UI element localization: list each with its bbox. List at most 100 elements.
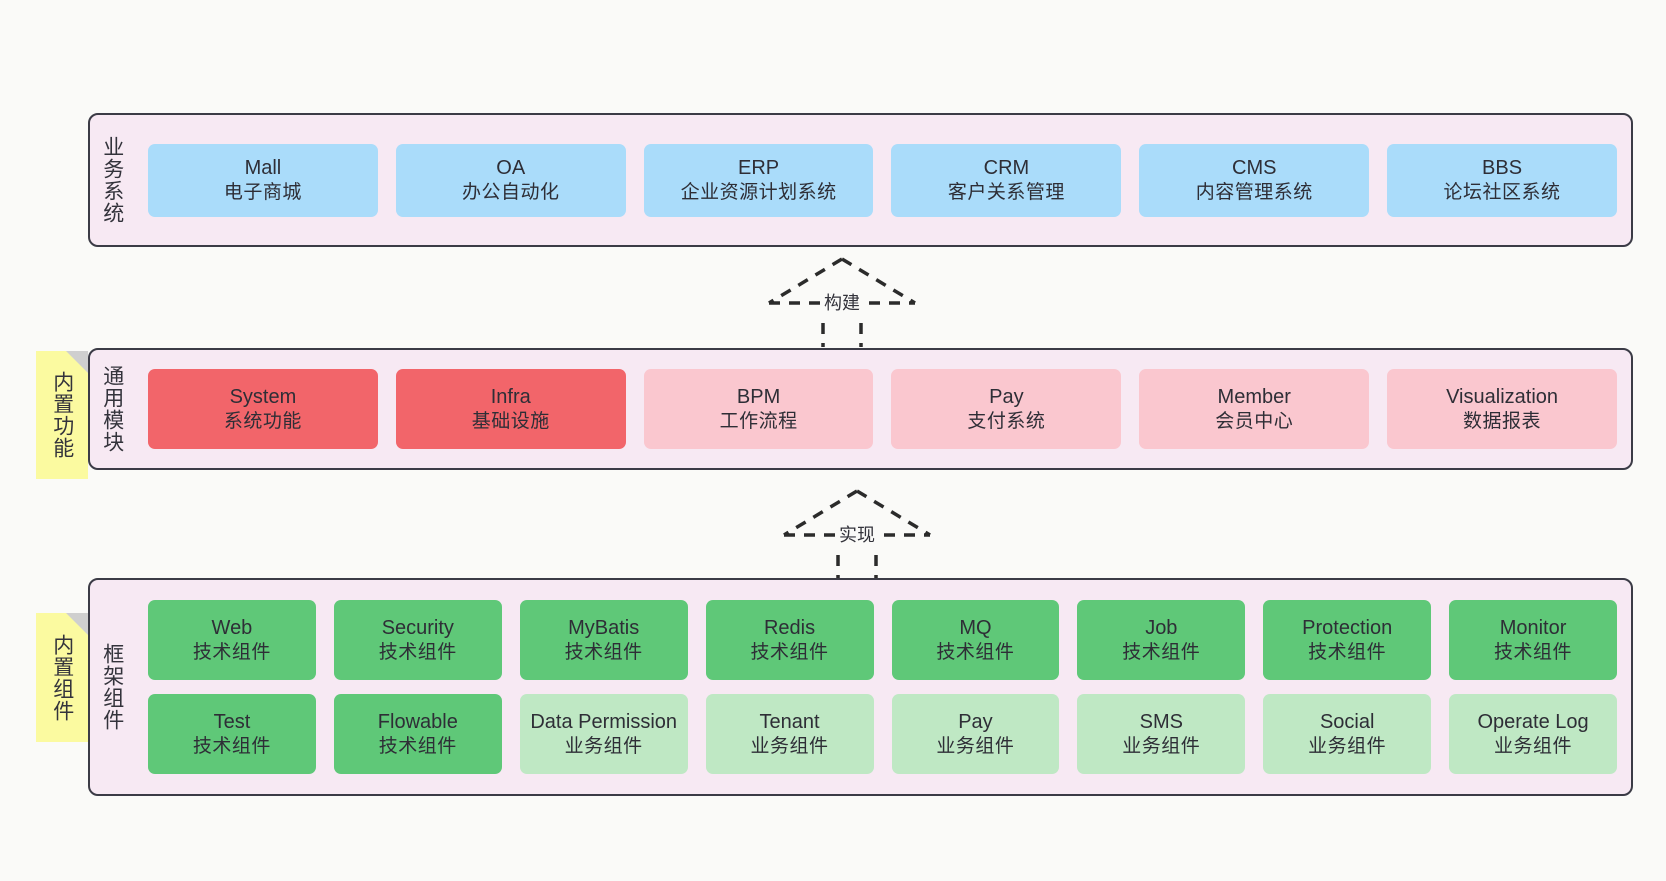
component-card-title: CMS [1232, 157, 1277, 180]
component-card-subtitle: 工作流程 [719, 410, 798, 432]
note-builtin-function-label: 内置功能 [50, 371, 74, 459]
component-card-title: BPM [736, 386, 781, 409]
component-card-subtitle: 业务组件 [1494, 735, 1573, 757]
component-card-subtitle: 数据报表 [1463, 410, 1542, 432]
note-builtin-component-label: 内置组件 [50, 633, 74, 722]
component-card-title: ERP [738, 157, 780, 180]
component-card-title: Flowable [377, 711, 458, 734]
component-card-subtitle: 支付系统 [967, 410, 1046, 432]
component-card-subtitle: 技术组件 [378, 735, 457, 757]
component-card-subtitle: 办公自动化 [461, 181, 560, 203]
component-card-title: BBS [1482, 157, 1523, 180]
component-card-subtitle: 技术组件 [378, 641, 457, 663]
component-card-subtitle: 技术组件 [192, 641, 271, 663]
component-card-subtitle: 业务组件 [564, 735, 643, 757]
arrow-implement: 实现 [772, 487, 942, 579]
component-card-title: System [229, 386, 297, 409]
component-card-title: Social [1319, 711, 1375, 734]
component-card-title: Monitor [1499, 617, 1567, 640]
component-card-title: Pay [989, 386, 1024, 409]
component-card-subtitle: 基础设施 [471, 410, 550, 432]
component-card-title: Web [211, 617, 253, 640]
layer-label-business-systems: 业务系统 [100, 136, 124, 224]
component-card-title: Visualization [1446, 386, 1559, 409]
component-card-subtitle: 会员中心 [1215, 410, 1294, 432]
component-card-subtitle: 技术组件 [1122, 641, 1201, 663]
component-card-title: Operate Log [1477, 711, 1589, 734]
component-card-subtitle: 电子商城 [223, 181, 302, 203]
component-card-title: MyBatis [568, 617, 640, 640]
component-card-subtitle: 业务组件 [1308, 735, 1387, 757]
component-card-subtitle: 业务组件 [1122, 735, 1201, 757]
component-card-title: Mall [244, 157, 282, 180]
note-builtin-component: 内置组件 [36, 613, 88, 742]
layer-label-framework-components: 框架组件 [100, 643, 124, 731]
note-builtin-function: 内置功能 [36, 351, 88, 479]
component-card-title: Pay [958, 711, 993, 734]
component-card-title: OA [496, 157, 526, 180]
layer-label-common-modules: 通用模块 [100, 365, 124, 453]
component-card-subtitle: 业务组件 [936, 735, 1015, 757]
component-card-subtitle: 技术组件 [564, 641, 643, 663]
component-card-subtitle: 系统功能 [223, 410, 302, 432]
arrow-build: 构建 [757, 255, 927, 347]
component-card-title: Security [381, 617, 454, 640]
arrow-build-label: 构建 [821, 289, 863, 315]
component-card-title: MQ [959, 617, 992, 640]
component-card-title: Test [213, 711, 251, 734]
component-card-title: Member [1217, 386, 1291, 409]
component-card-title: Redis [763, 617, 816, 640]
component-card-subtitle: 内容管理系统 [1195, 181, 1313, 203]
component-card-title: SMS [1139, 711, 1183, 734]
component-card-subtitle: 业务组件 [750, 735, 829, 757]
component-card-subtitle: 技术组件 [1494, 641, 1573, 663]
component-card-title: Protection [1302, 617, 1393, 640]
component-card-subtitle: 技术组件 [192, 735, 271, 757]
component-card-title: Infra [490, 386, 531, 409]
component-card-subtitle: 技术组件 [1308, 641, 1387, 663]
component-card-subtitle: 客户关系管理 [947, 181, 1065, 203]
component-card-subtitle: 论坛社区系统 [1443, 181, 1561, 203]
component-card-title: Data Permission [530, 711, 678, 734]
component-card-subtitle: 技术组件 [936, 641, 1015, 663]
component-card-subtitle: 技术组件 [750, 641, 829, 663]
